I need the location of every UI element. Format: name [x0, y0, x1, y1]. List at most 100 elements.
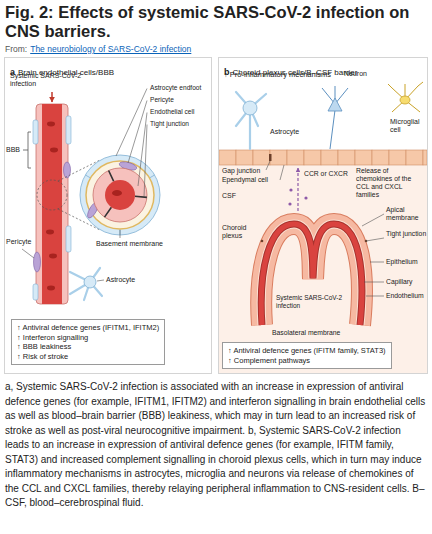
epithelium [261, 224, 362, 325]
figure-caption: a, Systemic SARS-CoV-2 infection is asso… [5, 380, 427, 511]
red-blood-cell [50, 148, 58, 153]
blood-vessel [36, 104, 68, 304]
ependymal-cell [219, 150, 236, 165]
part-label: BBB [6, 146, 20, 154]
astrocyte-body [243, 101, 257, 115]
part-label: Gap junction [222, 167, 260, 175]
pericyte [34, 252, 41, 272]
chemokine [288, 202, 291, 205]
astrocyte-endfoot [33, 120, 38, 144]
region-label: Choroid plexus [222, 224, 252, 241]
ependymal-cell [287, 150, 304, 165]
microglial-cell [388, 82, 423, 112]
chemokine [304, 196, 307, 199]
source-link: The neurobiology of SARS-CoV-2 infection [30, 44, 191, 54]
epithelium-outline [261, 224, 362, 325]
process-label: Release of chemokines of the CCL and CXC… [356, 167, 426, 200]
lumen [105, 180, 135, 210]
cell-label: Microglial cell [390, 118, 428, 135]
astrocyte-endfoot [66, 226, 71, 252]
summary-line: ↑ Antiviral defence genes (IFITM family,… [228, 346, 386, 356]
summary-line: ↑ Risk of stroke [17, 352, 159, 362]
red-blood-cell [46, 230, 54, 235]
red-blood-cell [47, 122, 55, 127]
part-label: Pericyte [6, 238, 31, 246]
capillary [261, 224, 362, 325]
cell-label: Astrocyte [270, 128, 299, 136]
vessel-cross-section [80, 155, 160, 235]
neuron-neurites [322, 86, 348, 149]
choroid-plexus-fold [261, 224, 362, 325]
effect-label: ↑ Pro-inflammatory mechanisms [224, 70, 331, 79]
summary-line: ↑ Complement pathways [228, 356, 386, 366]
ependymal-cell [236, 150, 253, 165]
ependymal-cell [406, 150, 423, 165]
receptor-label: CCR or CXCR [304, 170, 348, 178]
astrocyte-processes [236, 92, 266, 149]
microglia-processes [388, 82, 423, 112]
gap-junction [269, 154, 272, 161]
bbb-bracket [23, 132, 31, 168]
neuron-body [328, 98, 342, 111]
vessel-lumen [42, 104, 62, 304]
vessel-wall [36, 104, 68, 304]
leader-lines [22, 89, 147, 282]
ependymal-cell [270, 150, 287, 165]
part-label: Tight junction [386, 230, 428, 238]
infection-arrow [51, 92, 53, 102]
red-blood-cell [49, 254, 57, 259]
cell-label: Astrocyte [106, 276, 135, 284]
summary-line: ↑ Interferon signalling [17, 333, 159, 343]
part-label: Astrocyte endfoot [150, 84, 201, 92]
astrocyte [236, 92, 266, 149]
infection-label: Systemic SARS-CoV-2 infection [276, 294, 348, 310]
part-label: Apical membrane [386, 206, 428, 222]
ependymal-layer [219, 150, 427, 165]
chemokine-arrow [297, 168, 298, 211]
endothelium [261, 224, 362, 325]
part-label: Capillary [386, 278, 412, 286]
part-label: Endothelium [386, 292, 424, 300]
figure-title: Fig. 2: Effects of systemic SARS-CoV-2 i… [5, 3, 427, 41]
infection-label: Systemic SARS-CoV-2 infection [10, 72, 82, 89]
part-label: Tight junction [150, 120, 189, 128]
summary-box: ↑ Antiviral defence genes (IFITM1, IFITM… [11, 319, 165, 365]
source-label: From: [5, 44, 27, 54]
ependymal-cell [321, 150, 338, 165]
csf-space [219, 165, 427, 373]
stroma [261, 224, 362, 325]
endothelial-ring [93, 168, 147, 222]
summary-line: ↑ BBB leakiness [17, 342, 159, 352]
ependymal-cell [304, 150, 321, 165]
ependymal-cell [338, 150, 355, 165]
tight-junctions [105, 171, 147, 218]
astrocyte-endfoot [33, 284, 38, 300]
microglia-body [400, 96, 410, 104]
part-label: Basolateral membrane [272, 329, 340, 337]
astrocyte-endfoot [66, 116, 71, 144]
red-blood-cell [112, 190, 122, 196]
astrocyte-processes [70, 268, 102, 300]
ependymal-cell [372, 150, 389, 165]
panel-frame: aBrain endothelial cells/BBB↑ Antiviral … [4, 57, 212, 374]
cell-label: Neuron [344, 70, 367, 78]
summary-line: ↑ Antiviral defence genes (IFITM1, IFITM… [17, 323, 159, 333]
ependymal-cell [355, 150, 372, 165]
red-blood-cell [47, 286, 55, 291]
astrocyte-body [84, 276, 96, 288]
part-label: Endothelial cell [150, 108, 194, 116]
region-label: CSF [222, 192, 236, 200]
part-label: Epithelium [386, 258, 418, 266]
summary-box: ↑ Antiviral defence genes (IFITM family,… [222, 342, 392, 369]
astrocyte-endfeet [33, 116, 71, 300]
part-label: Basement membrane [96, 240, 163, 248]
ependymal-cell [423, 150, 427, 165]
magnify-ring [37, 180, 67, 210]
neuron [322, 86, 348, 149]
ependymal-cell [389, 150, 406, 165]
astrocyte [70, 268, 102, 300]
ependymal-cell [253, 150, 270, 165]
astrocyte-endfoot-ring [80, 155, 160, 235]
tight-junction-dot [261, 240, 264, 243]
chemokine [289, 188, 292, 191]
